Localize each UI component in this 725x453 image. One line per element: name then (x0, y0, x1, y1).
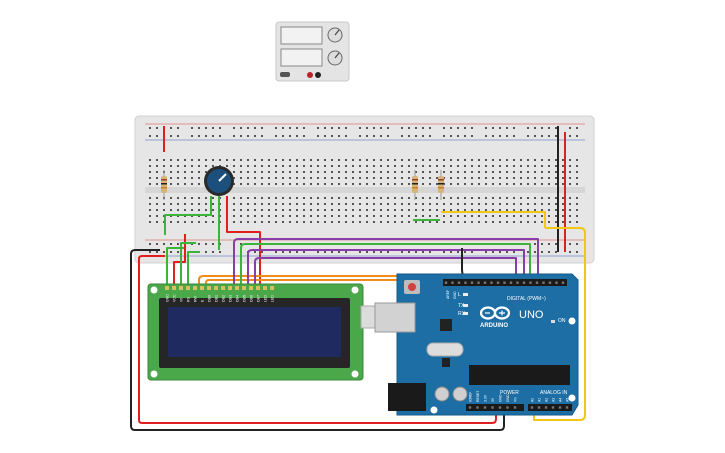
lcd-pin-label: DB5 (243, 295, 247, 302)
lcd-screen (168, 307, 341, 357)
digital-label: DIGITAL (PWM~) (507, 296, 546, 302)
lcd-pin-label: DB0 (208, 295, 212, 302)
lcd-pin-label: VCC (173, 294, 177, 302)
analog-pin-label: A1 (538, 398, 542, 402)
wire-yellow[interactable] (441, 211, 546, 228)
gnd-label: GND (453, 291, 457, 299)
lcd-pin-label: RW (194, 295, 198, 302)
lcd-pin-label: DB2 (222, 295, 226, 302)
lcd-pin-label: E (201, 299, 205, 302)
lcd-pin-label: DB4 (236, 295, 240, 302)
power-header[interactable] (466, 404, 524, 411)
arduino-model: UNO (519, 309, 544, 321)
power-pin-label: IOREF (469, 392, 473, 402)
lcd-pin-label: V0 (180, 298, 184, 302)
resistor-1[interactable] (161, 170, 167, 200)
lcd-pin-label: LED (264, 295, 268, 302)
lcd-pin-label: LED (271, 295, 275, 302)
negative-terminal[interactable] (315, 72, 321, 78)
wire-red[interactable] (173, 234, 186, 290)
potentiometer[interactable] (204, 166, 234, 196)
power-pin-label: Vin (514, 397, 518, 402)
power-switch[interactable] (280, 72, 290, 77)
arduino-logo (479, 306, 511, 320)
wire-purple[interactable] (254, 257, 517, 290)
wire-red[interactable] (226, 196, 261, 288)
wire-yellow[interactable] (533, 227, 586, 421)
wire-orange[interactable] (198, 275, 479, 290)
usb-port (374, 302, 416, 333)
power-pin-label: GND (506, 394, 510, 402)
wire-green[interactable] (240, 243, 531, 290)
analog-label: ANALOG IN (540, 390, 568, 396)
lcd-pin-label: DB1 (215, 295, 219, 302)
power-label: POWER (500, 390, 519, 396)
power-pin-label: RESET (476, 391, 480, 402)
wire-purple[interactable] (247, 249, 525, 290)
analog-pin-label: A3 (552, 398, 556, 402)
current-display (280, 48, 323, 67)
analog-header[interactable] (528, 404, 572, 411)
wire-black[interactable] (130, 249, 505, 431)
wire-green[interactable] (164, 196, 212, 235)
arduino-uno[interactable]: ARDUINO UNO DIGITAL (PWM~) POWER ANALOG … (360, 273, 579, 416)
wire-red[interactable] (138, 255, 497, 424)
lcd-pin-label: RS (187, 296, 191, 302)
resistor-3[interactable] (438, 170, 444, 200)
aref-label: AREF (446, 290, 450, 299)
arduino-brand: ARDUINO (480, 323, 508, 329)
power-pin-label: GND (499, 394, 503, 402)
analog-pin-label: A2 (545, 398, 549, 402)
lcd-pin-label: DB7 (257, 295, 261, 302)
wire-purple[interactable] (233, 238, 539, 290)
voltage-display (280, 26, 323, 45)
wire-green[interactable] (166, 247, 185, 290)
wires[interactable] (130, 126, 586, 431)
positive-terminal[interactable] (307, 72, 313, 78)
power-supply[interactable] (275, 21, 350, 82)
l-label: L (458, 292, 461, 298)
resistor-2[interactable] (412, 170, 418, 200)
power-pin-label: 3.3V (484, 394, 488, 402)
atmega-chip (469, 365, 570, 385)
lcd-pin-label: DB3 (229, 295, 233, 302)
reset-button[interactable] (408, 283, 416, 291)
on-label: ON (558, 318, 566, 324)
power-pin-label: 5V (491, 397, 495, 402)
wire-green[interactable] (180, 242, 196, 290)
rx-label: RX (458, 311, 466, 317)
wire-orange[interactable] (205, 279, 471, 290)
dc-jack (388, 383, 426, 411)
lcd-pin-label: GND (166, 294, 170, 302)
breadboard[interactable] (134, 115, 595, 264)
wire-green[interactable] (187, 251, 200, 290)
lcd-pin-label: DB6 (250, 295, 254, 302)
analog-pin-label: A5 (566, 398, 570, 402)
tx-label: TX (458, 303, 465, 309)
analog-pin-label: A0 (531, 398, 535, 402)
analog-pin-label: A4 (559, 398, 563, 402)
